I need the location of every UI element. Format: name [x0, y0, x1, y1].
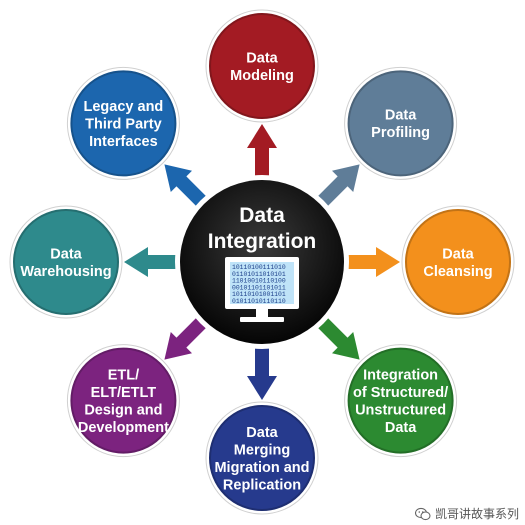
node-data-modeling-label-line: Modeling	[230, 68, 294, 84]
hub-title-line: Data	[239, 204, 285, 227]
node-data-profiling-label-line: Data	[385, 108, 417, 124]
node-data-merging-label-line: Migration and	[214, 460, 309, 476]
satellite-layer: DataModelingDataProfilingDataCleansingIn…	[9, 9, 515, 515]
node-integration-structured-label-line: of Structured/	[353, 385, 448, 401]
node-etl-design-label-line: ETL/	[108, 367, 139, 383]
binary-text-line: 01101011010101	[232, 271, 286, 278]
node-legacy-interfaces-label-line: Interfaces	[89, 134, 158, 150]
node-data-merging-label-line: Replication	[223, 477, 301, 493]
watermark-text: 凯哥讲故事系列	[434, 507, 519, 521]
node-integration-structured-fill	[348, 348, 453, 453]
node-legacy-interfaces-label-line: Third Party	[85, 116, 162, 132]
binary-text-line: 01011010110110	[232, 298, 286, 305]
node-data-warehousing-fill	[14, 210, 118, 314]
node-data-profiling-label-line: Profiling	[371, 125, 430, 141]
binary-text-line: 10110101001101	[232, 291, 286, 298]
node-data-profiling-fill	[348, 71, 453, 176]
computer-monitor-binary-icon: 1011010011101001101011010101110100101101…	[225, 257, 299, 322]
node-data-merging-fill	[210, 406, 314, 510]
arrow-layer	[124, 124, 400, 400]
node-etl-design-label-line: ELT/ETLT	[91, 385, 157, 401]
node-data-warehousing-label-line: Warehousing	[20, 264, 111, 280]
node-etl-design-fill	[71, 348, 176, 453]
node-etl-design-label-line: Development	[78, 420, 169, 436]
node-data-cleansing-label-line: Data	[442, 246, 474, 262]
node-data-cleansing-label-line: Cleansing	[423, 264, 492, 280]
hub-title-line: Integration	[208, 230, 317, 253]
binary-text-line: 10110100111010	[232, 264, 286, 271]
node-integration-structured: Integration of Structured/UnstructuredDat…	[343, 343, 458, 458]
node-data-merging-label-line: Merging	[234, 442, 290, 458]
node-data-merging-label-line: Data	[246, 425, 278, 441]
node-data-cleansing-fill	[406, 210, 510, 314]
node-data-modeling-fill	[210, 14, 314, 118]
node-legacy-interfaces-fill	[71, 71, 176, 176]
node-integration-structured-label-line: Data	[385, 420, 417, 436]
watermark: 凯哥讲故事系列	[0, 505, 519, 522]
node-data-modeling-label-line: Data	[246, 50, 278, 66]
node-data-warehousing-label-line: Data	[50, 246, 82, 262]
binary-text-line: 00101101101011	[232, 284, 286, 291]
node-integration-structured-label-line: Unstructured	[355, 402, 446, 418]
node-integration-structured-label-line: Integration	[363, 367, 438, 383]
binary-text-line: 11010010110100	[232, 278, 286, 285]
node-etl-design-label-line: Design and	[84, 402, 162, 418]
wechat-icon	[414, 507, 431, 520]
node-legacy-interfaces-label-line: Legacy and	[84, 99, 164, 115]
